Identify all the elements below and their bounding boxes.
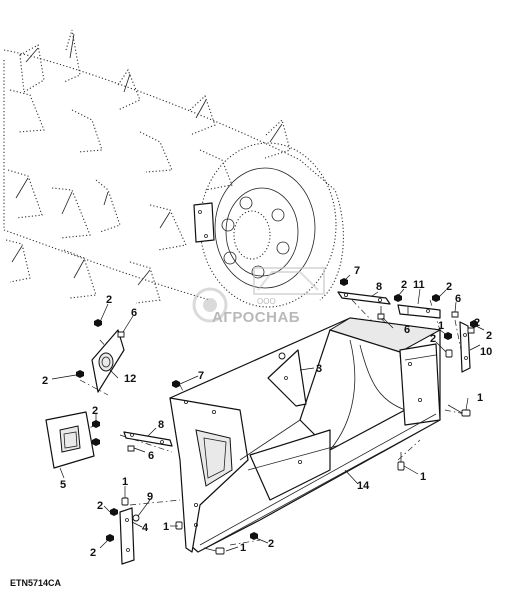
watermark-prefix: ООО (257, 297, 276, 306)
callout-1: 1 (438, 320, 444, 332)
callout-2: 2 (474, 317, 480, 329)
watermark-logo (192, 267, 325, 323)
callout-7: 7 (198, 370, 204, 382)
plate-part-5 (45, 411, 95, 469)
callout-2: 2 (486, 330, 492, 342)
figure-code: ETN5714CA (10, 578, 62, 588)
bracket-part-4 (119, 507, 135, 565)
callout-1: 1 (420, 471, 426, 483)
bracket-part-8-upper (337, 291, 391, 305)
callout-1: 1 (477, 392, 483, 404)
callout-6: 6 (404, 324, 410, 336)
bracket-part-8-lower (123, 431, 173, 447)
callout-8-upper: 8 (376, 281, 382, 293)
callout-1: 1 (163, 521, 169, 533)
callout-8-lower: 8 (158, 419, 164, 431)
callout-2: 2 (97, 500, 103, 512)
nut (76, 278, 478, 542)
rotor-drum (3, 29, 344, 308)
callout-labels: 7 2 11 2 8 6 2 6 1 2 2 10 2 6 3 2 12 7 1… (42, 265, 492, 559)
callout-6: 6 (148, 450, 154, 462)
callout-12: 12 (124, 373, 136, 385)
callout-2: 2 (92, 405, 98, 417)
callout-7-top: 7 (354, 265, 360, 277)
plate-part-3 (267, 349, 307, 407)
callout-1: 1 (240, 542, 246, 554)
leader-lines (51, 274, 485, 552)
bracket-part-11 (397, 304, 441, 319)
callout-2: 2 (401, 279, 407, 291)
callout-14: 14 (357, 480, 370, 492)
main-frame-part-14 (169, 317, 442, 553)
callout-2: 2 (106, 294, 112, 306)
callout-10: 10 (480, 346, 492, 358)
bracket-part-10 (459, 321, 471, 373)
fasteners (76, 278, 478, 555)
callout-2: 2 (446, 281, 452, 293)
callout-5: 5 (60, 479, 66, 491)
callout-6: 6 (131, 307, 137, 319)
callout-11: 11 (413, 279, 425, 291)
callout-2: 2 (268, 538, 274, 550)
callout-2: 2 (430, 333, 436, 345)
callout-1: 1 (122, 476, 128, 488)
callout-6: 6 (455, 293, 461, 305)
callout-2: 2 (42, 375, 48, 387)
callout-3: 3 (316, 363, 322, 375)
callout-2: 2 (90, 547, 96, 559)
watermark-name: АГРОСНАБ (212, 309, 301, 326)
screw (117, 306, 475, 452)
callout-9: 9 (147, 491, 153, 503)
plate-part-12 (91, 329, 125, 393)
callout-4: 4 (142, 522, 149, 534)
